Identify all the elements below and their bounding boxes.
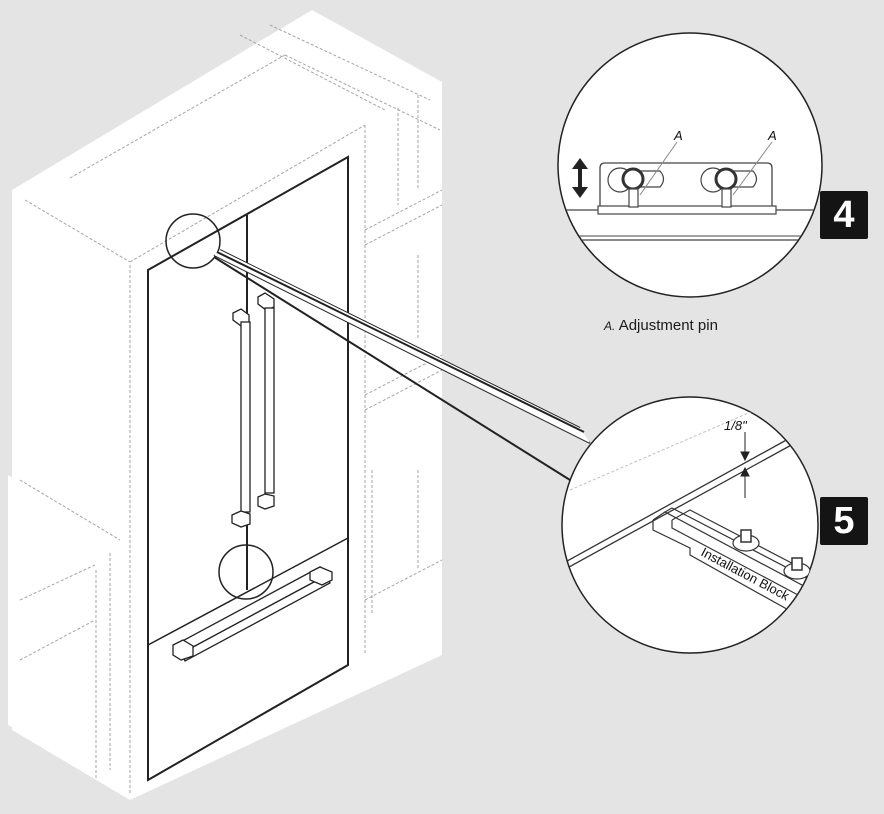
- right-door-handle: [257, 292, 275, 510]
- label-a-left: A: [673, 128, 683, 143]
- step-4-badge: 4: [820, 191, 868, 239]
- bottom-callout-circle: [218, 544, 274, 600]
- dimension-arrows-icon: [740, 432, 750, 498]
- adjustment-pin-caption: A. Adjustment pin: [604, 317, 718, 334]
- detail-5-circle: 1/8" Installation Block: [561, 396, 819, 654]
- detail-4-circle: A A: [557, 32, 823, 298]
- dimension-label: 1/8": [724, 418, 748, 433]
- label-a-right: A: [767, 128, 777, 143]
- drawer-handle: [172, 566, 333, 662]
- refrigerator: [147, 155, 591, 782]
- caption-text: Adjustment pin: [618, 317, 718, 334]
- step-5-badge: 5: [820, 497, 868, 545]
- top-callout-circle: [165, 213, 221, 269]
- up-down-adjustment-arrow-icon: [572, 158, 588, 198]
- caption-letter: A.: [604, 319, 616, 333]
- left-door-handle: [231, 308, 251, 528]
